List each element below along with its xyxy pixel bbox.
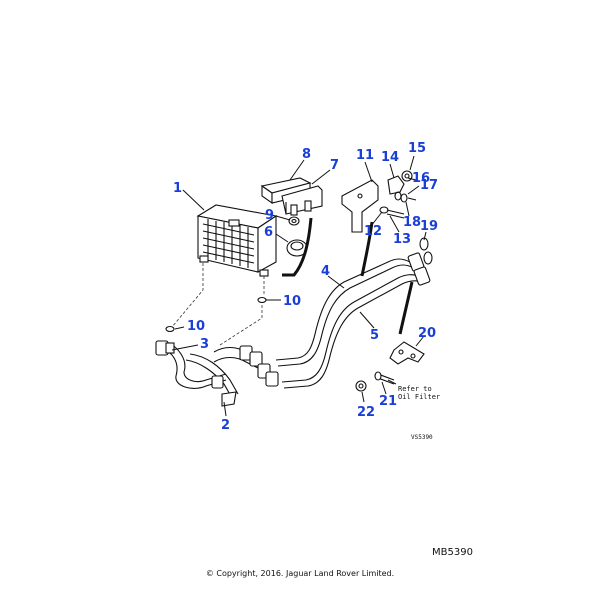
- callout-10-lower: 10: [187, 319, 205, 334]
- leader-lines: [171, 155, 427, 417]
- callout-20: 20: [418, 326, 436, 341]
- callout-9: 9: [265, 208, 274, 223]
- callout-19: 19: [420, 219, 438, 234]
- bolt-part-12: [379, 206, 405, 219]
- cooler-hose-assembly: [155, 340, 279, 407]
- nut-part-9: [288, 216, 300, 226]
- callout-11: 11: [356, 148, 374, 163]
- callout-3: 3: [200, 337, 209, 352]
- callout-5: 5: [370, 328, 379, 343]
- note-refer-to: Refer to: [398, 385, 432, 393]
- copyright-notice: © Copyright, 2016. Jaguar Land Rover Lim…: [205, 569, 395, 578]
- oil-cooler: [196, 204, 278, 277]
- note-oil-filter: Oil Filter: [398, 393, 440, 401]
- callout-21: 21: [379, 394, 397, 409]
- sealing-washer-lower: [165, 325, 175, 333]
- oil-cooler-pipes: [275, 252, 431, 389]
- washers-part-16-17: [394, 191, 417, 203]
- callout-18: 18: [403, 215, 421, 230]
- callout-16: 16: [412, 171, 430, 186]
- callout-15: 15: [408, 141, 426, 156]
- callout-22: 22: [357, 405, 375, 420]
- callout-17: 17: [420, 178, 438, 193]
- callout-8: 8: [302, 147, 311, 162]
- callout-6: 6: [264, 225, 273, 240]
- flange-plate-part-20: [389, 341, 425, 365]
- reference-code: MB5390: [432, 547, 473, 558]
- sealing-washer-upper: [257, 296, 267, 304]
- callout-14: 14: [381, 150, 399, 165]
- callout-2: 2: [221, 418, 230, 433]
- nut-part-22: [355, 380, 367, 392]
- pipe-clip-part-14: [387, 175, 405, 195]
- pipe-support-bracket: [341, 179, 379, 233]
- stud-part-21: [374, 371, 395, 385]
- drawing-code: VS5390: [411, 434, 433, 441]
- callout-1: 1: [173, 181, 182, 196]
- callout-13: 13: [393, 232, 411, 247]
- callout-4: 4: [321, 264, 330, 279]
- callout-12: 12: [364, 224, 382, 239]
- nut-part-15: [401, 170, 413, 182]
- cooler-mounting-bracket: [260, 177, 323, 216]
- callout-7: 7: [330, 158, 339, 173]
- callout-10-upper: 10: [283, 294, 301, 309]
